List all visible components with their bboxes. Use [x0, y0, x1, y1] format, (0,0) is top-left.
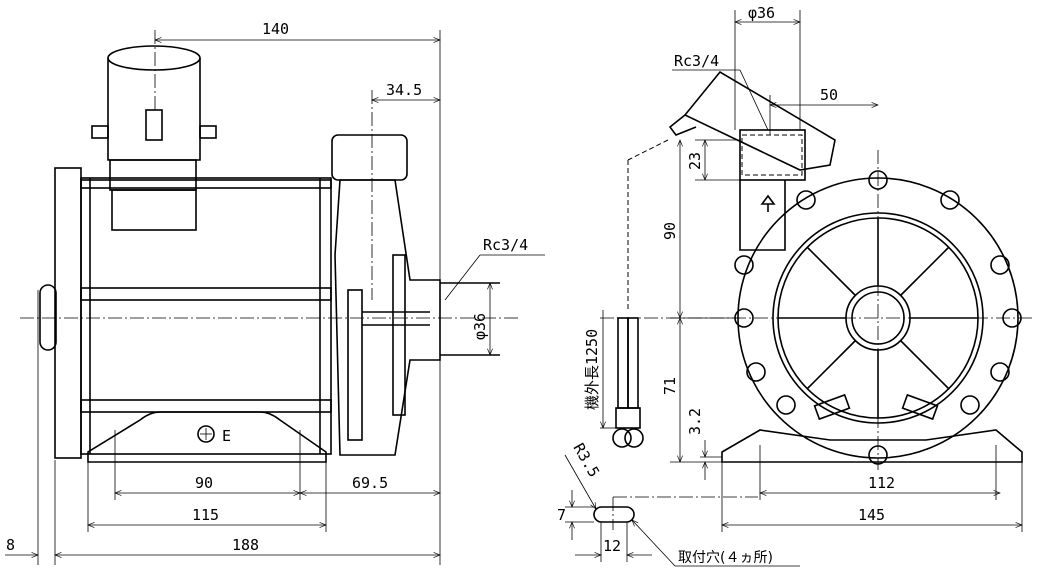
dim-90-side: 90	[195, 474, 213, 492]
dim-90-front: 90	[661, 222, 679, 240]
dim-8: 8	[6, 536, 15, 554]
dim-34-5: 34.5	[386, 81, 422, 99]
bolt-holes	[734, 170, 1022, 465]
dim-3-2: 3.2	[686, 408, 704, 435]
dim-140: 140	[262, 20, 289, 38]
dim-dia-36-front: φ36	[748, 4, 775, 22]
dim-145: 145	[858, 506, 885, 524]
dim-115: 115	[192, 506, 219, 524]
front-view: φ36 Rc3/4 50 23 90 71 3.2 機外長1250 112 14…	[557, 4, 1035, 567]
thread-label-side: Rc3/4	[483, 236, 528, 254]
dim-23: 23	[686, 152, 704, 170]
dim-112: 112	[868, 474, 895, 492]
thread-label-front: Rc3/4	[674, 52, 719, 70]
dim-dia-36-side: φ36	[471, 313, 489, 340]
dim-r3-5: R3.5	[570, 440, 604, 480]
dim-50: 50	[820, 86, 838, 104]
dim-71: 71	[661, 377, 679, 395]
dim-7: 7	[557, 506, 566, 524]
side-view: E 140 34.5 Rc3/4 φ36 90 69.5 115 188 8	[5, 20, 545, 565]
dim-69-5: 69.5	[352, 474, 388, 492]
dim-12: 12	[603, 537, 621, 555]
cable-length: 機外長1250	[583, 329, 601, 410]
dim-188: 188	[232, 536, 259, 554]
ground-mark: E	[222, 427, 231, 445]
mounting-holes-label: 取付穴(４ヵ所)	[678, 550, 773, 566]
